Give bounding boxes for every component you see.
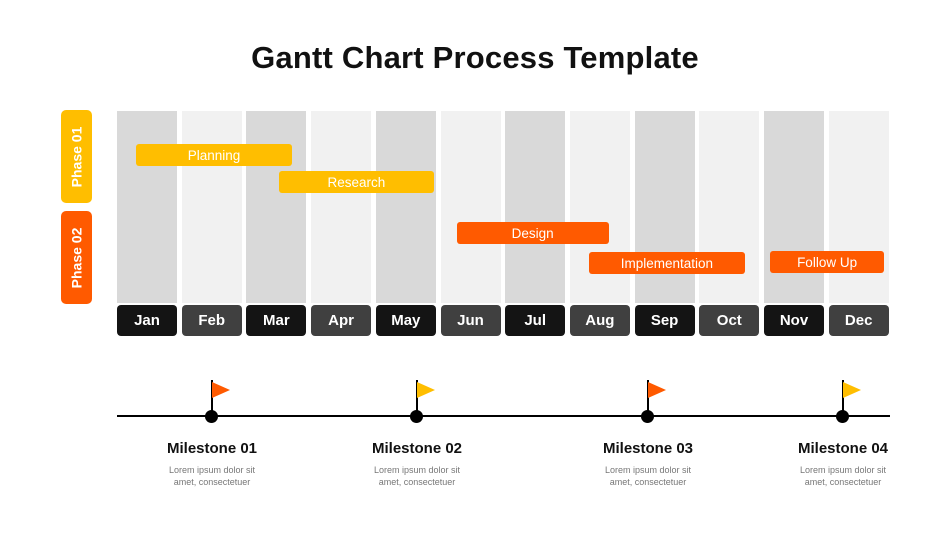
month-label-aug: Aug xyxy=(569,305,630,336)
month-label-feb: Feb xyxy=(181,305,242,336)
milestone-03-text: Lorem ipsum dolor sit amet, consectetuer xyxy=(593,464,703,488)
task-bar-design: Design xyxy=(456,222,609,244)
flag-shape-02 xyxy=(417,382,435,398)
milestone-dot-01 xyxy=(205,410,218,423)
month-column-oct xyxy=(699,111,760,303)
month-label-jun: Jun xyxy=(440,305,501,336)
page-title: Gantt Chart Process Template xyxy=(251,40,699,75)
milestone-04-line1: Lorem ipsum dolor sit xyxy=(799,465,887,475)
month-label-may: May xyxy=(375,305,436,336)
month-column-nov xyxy=(764,111,824,303)
flag-shape-03 xyxy=(648,382,666,398)
milestone-dot-03 xyxy=(641,410,654,423)
phase-02-text: Phase 02 xyxy=(68,227,85,288)
month-column-mar xyxy=(246,111,307,303)
month-label-jul: Jul xyxy=(505,305,566,336)
month-column-sep xyxy=(634,111,695,303)
phase-01-text: Phase 01 xyxy=(68,126,85,187)
milestone-01-line1: Lorem ipsum dolor sit xyxy=(168,465,256,475)
month-column-may xyxy=(375,111,436,303)
flag-icon xyxy=(417,382,435,398)
month-label-oct: Oct xyxy=(699,305,760,336)
month-column-jul xyxy=(505,111,566,303)
month-label-sep: Sep xyxy=(634,305,695,336)
phase-02-label: Phase 02 xyxy=(61,211,92,304)
month-column-apr xyxy=(311,111,372,303)
milestone-timeline xyxy=(117,415,890,417)
flag-icon xyxy=(212,382,230,398)
month-label-dec: Dec xyxy=(828,305,889,336)
month-label-apr: Apr xyxy=(311,305,372,336)
month-label-mar: Mar xyxy=(246,305,307,336)
flag-icon xyxy=(648,382,666,398)
milestone-04-title: Milestone 04 xyxy=(797,440,889,457)
task-bar-planning: Planning xyxy=(136,144,292,166)
task-bar-follow-up: Follow Up xyxy=(770,251,884,273)
milestone-01-title: Milestone 01 xyxy=(166,440,258,457)
month-column-dec xyxy=(828,111,889,303)
milestone-01-text: Lorem ipsum dolor sit amet, consectetuer xyxy=(157,464,267,488)
task-bar-implementation: Implementation xyxy=(589,252,745,274)
month-column-feb xyxy=(181,111,242,303)
milestone-04-line2: amet, consectetuer xyxy=(804,477,882,487)
milestone-03-line1: Lorem ipsum dolor sit xyxy=(604,465,692,475)
milestone-02-line1: Lorem ipsum dolor sit xyxy=(373,465,461,475)
milestone-02-text: Lorem ipsum dolor sit amet, consectetuer xyxy=(362,464,472,488)
milestone-02-line2: amet, consectetuer xyxy=(378,477,456,487)
milestone-dot-02 xyxy=(410,410,423,423)
month-label-nov: Nov xyxy=(764,305,824,336)
flag-shape-01 xyxy=(212,382,230,398)
month-column-jun xyxy=(440,111,501,303)
task-bar-research: Research xyxy=(278,171,435,193)
milestone-03-line2: amet, consectetuer xyxy=(609,477,687,487)
milestone-01-line2: amet, consectetuer xyxy=(173,477,251,487)
milestone-03-title: Milestone 03 xyxy=(602,440,694,457)
milestone-04-text: Lorem ipsum dolor sit amet, consectetuer xyxy=(788,464,898,488)
phase-01-label: Phase 01 xyxy=(61,110,92,203)
month-column-jan xyxy=(117,111,177,303)
month-label-jan: Jan xyxy=(117,305,177,336)
milestone-dot-04 xyxy=(836,410,849,423)
milestone-02-title: Milestone 02 xyxy=(371,440,463,457)
flag-shape-04 xyxy=(843,382,861,398)
flag-icon xyxy=(843,382,861,398)
month-column-aug xyxy=(569,111,630,303)
